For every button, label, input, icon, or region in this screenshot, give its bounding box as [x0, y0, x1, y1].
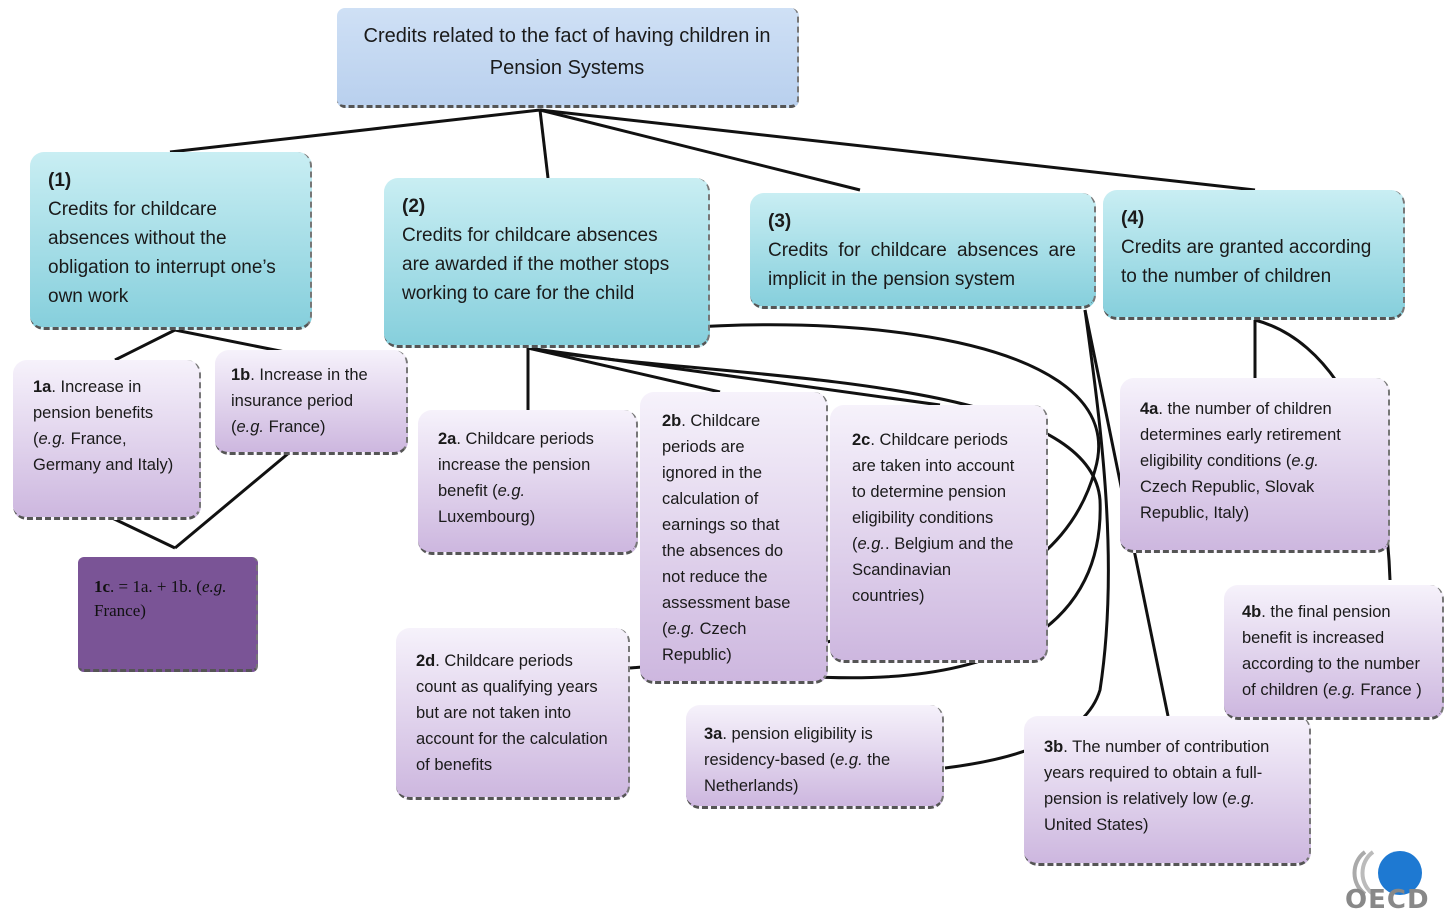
category-3-number: (3)	[768, 211, 792, 232]
node-2c-text: . Childcare periods are taken into accou…	[852, 431, 1015, 553]
node-2b-eg: e.g.	[667, 620, 696, 638]
category-3: (3) Credits for childcare absences are i…	[750, 193, 1096, 309]
node-3a-tail: the Netherlands)	[704, 751, 891, 795]
node-1a: 1a. Increase in pension benefits (e.g. F…	[13, 360, 201, 520]
category-4-text: Credits are granted according to the num…	[1121, 237, 1372, 287]
node-4a-eg: e.g.	[1291, 452, 1319, 470]
node-2a-eg: e.g.	[497, 482, 526, 500]
category-2-number: (2)	[402, 196, 426, 217]
node-4a-tail: Czech Republic, Slovak Republic, Italy)	[1140, 478, 1315, 522]
node-4b-tail: France )	[1355, 681, 1422, 699]
node-4a-text: . the number of children determines earl…	[1140, 400, 1341, 470]
node-3b-eg: e.g.	[1227, 790, 1255, 808]
oecd-logo-text: OECD	[1345, 885, 1430, 915]
category-1-number: (1)	[48, 170, 72, 191]
node-1a-tail: France, Germany and Italy)	[33, 430, 174, 474]
category-3-text: Credits for childcare absences are impli…	[768, 240, 1076, 290]
node-2d: 2d. Childcare periods count as qualifyin…	[396, 628, 630, 800]
node-4b-text: . the final pension benefit is increased…	[1242, 603, 1420, 699]
node-4a-code: 4a	[1140, 400, 1159, 418]
node-1a-eg: e.g.	[38, 430, 67, 448]
node-2a-code: 2a	[438, 430, 457, 448]
node-2c-tail: . Belgium and the Scandinavian countries…	[852, 535, 1014, 605]
node-4a: 4a. the number of children determines ea…	[1120, 378, 1390, 553]
node-2b: 2b. Childcare periods are ignored in the…	[640, 392, 828, 684]
node-1c: 1c. = 1a. + 1b. (e.g. France)	[78, 557, 258, 672]
node-1c-tail: France)	[94, 601, 146, 620]
node-2a: 2a. Childcare periods increase the pensi…	[418, 410, 638, 555]
node-3a-eg: e.g.	[835, 751, 863, 769]
node-1b-text: . Increase in the insurance period (	[231, 366, 368, 436]
node-1b-code: 1b	[231, 366, 251, 384]
node-3a-text: . pension eligibility is residency-based…	[704, 725, 873, 769]
category-2: (2) Credits for childcare absences are a…	[384, 178, 710, 348]
node-1b: 1b. Increase in the insurance period (e.…	[215, 350, 408, 455]
node-1b-tail: France)	[264, 418, 326, 436]
category-4-number: (4)	[1121, 208, 1145, 229]
node-2b-text: . Childcare periods are ignored in the c…	[662, 412, 791, 638]
node-1c-code: 1c	[94, 577, 111, 596]
node-4b-eg: e.g.	[1328, 681, 1356, 699]
node-1a-code: 1a	[33, 378, 52, 396]
category-4: (4) Credits are granted according to the…	[1103, 190, 1405, 320]
node-1c-text: . = 1a. + 1b. (	[110, 577, 202, 596]
node-2c-eg: e.g.	[857, 535, 886, 553]
oecd-logo-icon	[1352, 850, 1422, 896]
node-2c: 2c. Childcare periods are taken into acc…	[830, 405, 1048, 663]
node-1b-eg: e.g.	[236, 418, 265, 436]
node-2b-tail: Czech Republic)	[662, 620, 747, 664]
root-node: Credits related to the fact of having ch…	[337, 8, 799, 108]
node-2c-code: 2c	[852, 431, 871, 449]
node-3b-code: 3b	[1044, 738, 1064, 756]
node-2d-text: . Childcare periods count as qualifying …	[416, 652, 608, 774]
category-1-text: Credits for childcare absences without t…	[48, 199, 276, 307]
node-3a: 3a. pension eligibility is residency-bas…	[686, 705, 944, 809]
node-2a-tail: Luxembourg)	[438, 508, 536, 526]
category-2-text: Credits for childcare absences are award…	[402, 225, 670, 304]
node-4b: 4b. the final pension benefit is increas…	[1224, 585, 1444, 720]
node-1a-text: . Increase in pension benefits (	[33, 378, 154, 448]
node-3b-tail: United States)	[1044, 816, 1149, 834]
node-4b-code: 4b	[1242, 603, 1262, 621]
node-1c-eg: e.g.	[201, 577, 227, 596]
node-3b-text: . The number of contribution years requi…	[1044, 738, 1270, 808]
node-2b-code: 2b	[662, 412, 682, 430]
node-2d-code: 2d	[416, 652, 436, 670]
node-3a-code: 3a	[704, 725, 723, 743]
root-title: Credits related to the fact of having ch…	[363, 25, 771, 79]
category-1: (1) Credits for childcare absences witho…	[30, 152, 312, 330]
node-3b: 3b. The number of contribution years req…	[1024, 716, 1311, 866]
node-2a-text: . Childcare periods increase the pension…	[438, 430, 594, 500]
